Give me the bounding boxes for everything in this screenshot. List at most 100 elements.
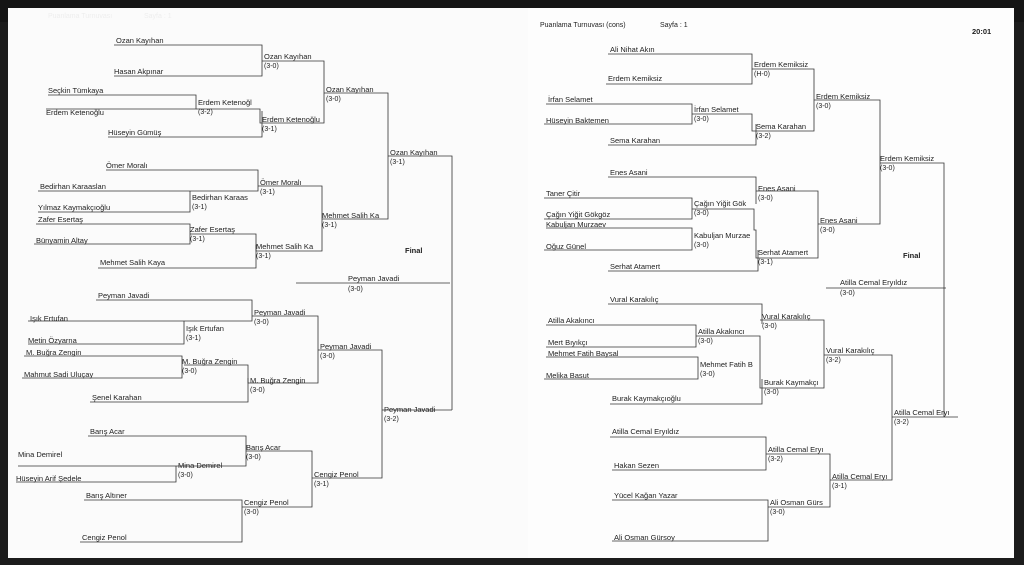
left-r2-score: (3-0) xyxy=(250,387,265,394)
left-r3-player: Ozan Kayıhan xyxy=(326,85,374,94)
right-r3-score: (3-0) xyxy=(816,103,831,110)
right-r1-player: Hüseyin Baktemen xyxy=(546,116,609,125)
right-r1-player: Sema Karahan xyxy=(610,136,660,145)
right-r1-player: Atilla Cemal Eryıldız xyxy=(612,427,679,436)
left-r2-player: Erdem Ketenoğlu xyxy=(262,115,320,124)
left-r2-score: (3-0) xyxy=(254,319,269,326)
right-r1-player: Ali Osman Gürsoy xyxy=(614,533,675,542)
left-r1-player: Ömer Moralı xyxy=(106,161,148,170)
right-r2-player: Sema Karahan xyxy=(756,122,806,131)
left-r1-player: Peyman Javadi xyxy=(98,291,150,300)
left-r2-player: Mina Demirel xyxy=(178,461,223,470)
left-r1-player: Mehmet Salih Kaya xyxy=(100,258,166,267)
right-r2-score: (3-2) xyxy=(768,456,783,463)
left-r2-player: Mehmet Salih Ka xyxy=(256,242,314,251)
left-r1-player: Bünyamin Altay xyxy=(36,236,88,245)
right-r3-player: Erdem Kemiksiz xyxy=(816,92,870,101)
right-r1-player: Kabuljan Murzaev xyxy=(546,220,606,229)
right-r2-player: İrfan Selamet xyxy=(694,105,740,114)
right-r2-player: Serhat Atamert xyxy=(758,248,809,257)
left-r2-player: Ömer Moralı xyxy=(260,178,302,187)
left-r1-player: Mahmut Sadi Uluçay xyxy=(24,370,93,379)
left-r1-player: Barış Altıner xyxy=(86,491,127,500)
right-r2-score: (3-0) xyxy=(694,116,709,123)
left-r1-player: Seçkin Tümkaya xyxy=(48,86,104,95)
right-r2-score: (3-0) xyxy=(700,371,715,378)
left-r1-player: Metin Özyarna xyxy=(28,336,78,345)
left-r2-score: (3-0) xyxy=(178,472,193,479)
left-r2-score: (3-1) xyxy=(256,253,271,260)
right-r1-player: Ali Nihat Akın xyxy=(610,45,655,54)
left-r2-player: Zafer Esertaş xyxy=(190,225,235,234)
right-r1-player: Mert Bıyıkçı xyxy=(548,338,588,347)
bracket-lines-left xyxy=(16,44,263,543)
left-r2-player: M. Buğra Zengin xyxy=(182,357,237,366)
right-r1-player: Yücel Kağan Yazar xyxy=(614,491,678,500)
left-r1-player: Şenel Karahan xyxy=(92,393,142,402)
left-r4-player: Peyman Javadi xyxy=(384,405,436,414)
right-r2-score: (3-2) xyxy=(756,133,771,140)
left-r1-player: Hüseyin Arif Şedele xyxy=(16,474,81,483)
right-r2-score: (H-0) xyxy=(754,71,770,78)
right-r2-score: (3-0) xyxy=(698,338,713,345)
left-r2-score: (3-1) xyxy=(186,335,201,342)
left-r2-score: (3-2) xyxy=(198,109,213,116)
left-r3-player: Mehmet Salih Ka xyxy=(322,211,380,220)
right-r1-player: Mehmet Fatih Baysal xyxy=(548,349,619,358)
right-r3-player: Enes Asani xyxy=(820,216,858,225)
left-r2-score: (3-0) xyxy=(182,368,197,375)
left-title: Puanlama Turnuvası xyxy=(48,13,112,20)
right-r2-player: Enes Asani xyxy=(758,184,796,193)
right-r2-player: Atilla Akakıncı xyxy=(698,327,745,336)
right-r3-score: (3-1) xyxy=(832,483,847,490)
right-r1-player: Vural Karakılıç xyxy=(610,295,659,304)
right-r2-player: Burak Kaymakçı xyxy=(764,378,819,387)
left-r2-score: (3-1) xyxy=(260,189,275,196)
left-r3-score: (3-1) xyxy=(322,222,337,229)
right-champion-score: (3-0) xyxy=(840,290,855,297)
left-r1-player: Hüseyin Gümüş xyxy=(108,128,162,137)
left-r4-score: (3-1) xyxy=(390,159,405,166)
left-r4-score: (3-2) xyxy=(384,416,399,423)
left-r1-player: Barış Acar xyxy=(90,427,125,436)
right-r1-player: Hakan Sezen xyxy=(614,461,659,470)
right-r1-player: Enes Asani xyxy=(610,168,648,177)
right-r4-score: (3-0) xyxy=(880,165,895,172)
right-r2-score: (3-0) xyxy=(694,210,709,217)
right-r2-player: Vural Karakılıç xyxy=(762,312,811,321)
left-r2-player: Bedirhan Karaas xyxy=(192,193,248,202)
bracket-lines-left-r2 xyxy=(184,60,325,508)
final-label-left: Final xyxy=(405,246,423,255)
left-r2-score: (3-1) xyxy=(190,236,205,243)
left-r1-player: M. Buğra Zengin xyxy=(26,348,81,357)
bracket-lines-right-r3 xyxy=(814,99,958,481)
right-r1-player: Oğuz Günel xyxy=(546,242,586,251)
left-r1-player: Zafer Esertaş xyxy=(38,215,83,224)
left-r2-player: Erdem Ketenoğl xyxy=(198,98,252,107)
left-r1-player: Hasan Akpınar xyxy=(114,67,164,76)
left-r2-score: (3-1) xyxy=(192,204,207,211)
left-r2-score: (3-1) xyxy=(262,126,277,133)
left-r1-player: Mina Demirel xyxy=(18,450,63,459)
right-r3-score: (3-0) xyxy=(820,227,835,234)
left-r3-score: (3-0) xyxy=(320,353,335,360)
right-r3-score: (3-2) xyxy=(826,357,841,364)
right-r3-player: Vural Karakılıç xyxy=(826,346,875,355)
right-r2-player: Erdem Kemiksiz xyxy=(754,60,808,69)
right-r1-player: Serhat Atamert xyxy=(610,262,661,271)
left-r3-player: Peyman Javadi xyxy=(320,342,372,351)
left-r2-player: Işık Ertufan xyxy=(186,324,224,333)
left-r1-player: Cengiz Penol xyxy=(82,533,127,542)
left-r2-player: Cengiz Penol xyxy=(244,498,289,507)
left-r3-score: (3-1) xyxy=(314,481,329,488)
left-r2-score: (3-0) xyxy=(244,509,259,516)
left-champion: Peyman Javadi xyxy=(348,274,400,283)
right-r4-score: (3-2) xyxy=(894,419,909,426)
left-r1-player: Erdem Ketenoğlu xyxy=(46,108,104,117)
left-r1-player: Yılmaz Kaymakçıoğlu xyxy=(38,203,110,212)
right-r2-player: Ali Osman Gürs xyxy=(770,498,823,507)
right-r2-score: (3-0) xyxy=(770,509,785,516)
right-r2-score: (3-0) xyxy=(764,389,779,396)
left-r3-player: Cengiz Penol xyxy=(314,470,359,479)
